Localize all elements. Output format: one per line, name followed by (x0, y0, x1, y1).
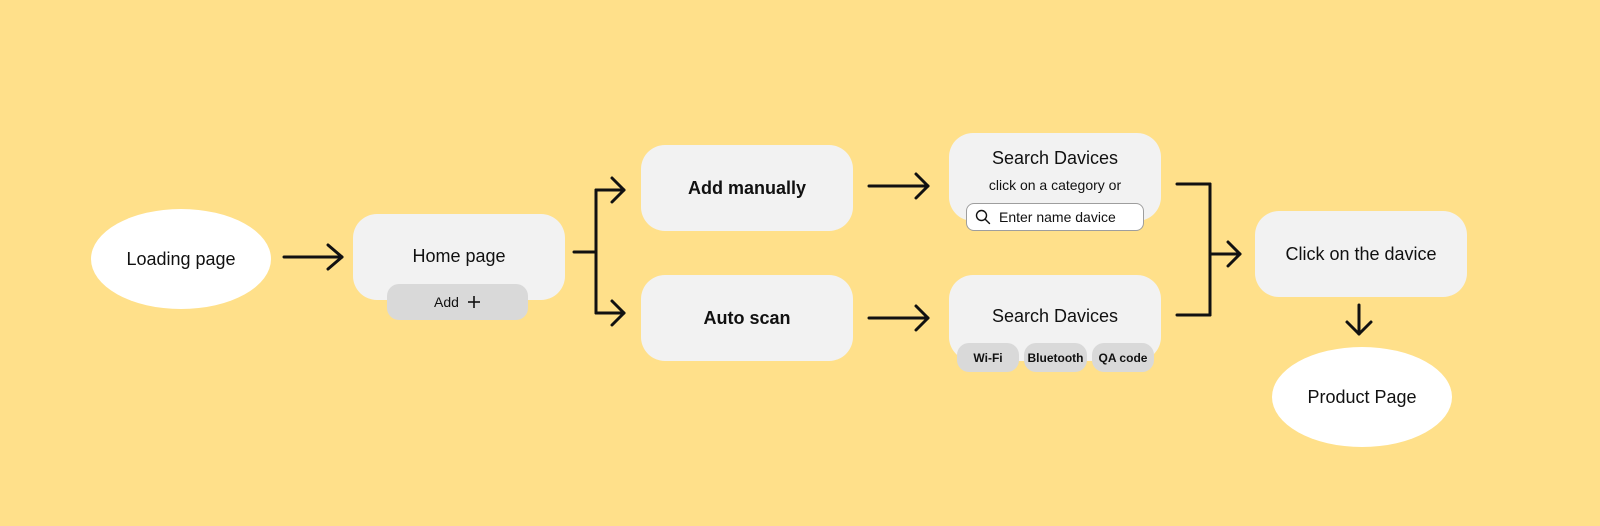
search-input-value: Enter name davice (999, 209, 1116, 225)
auto-scan-node: Auto scan (641, 275, 853, 361)
search-manual-title: Search Davices (991, 148, 1119, 168)
add-button-label: Add (434, 294, 459, 310)
loading-page-node: Loading page (91, 209, 271, 309)
home-page-label: Home page (412, 245, 506, 266)
loading-page-label: Loading page (126, 248, 236, 269)
click-device-label: Click on the davice (1285, 243, 1437, 264)
search-auto-title: Search Davices (991, 306, 1119, 326)
arrow-auto-to-search (867, 304, 930, 332)
arrow-click-to-product (1345, 303, 1373, 336)
search-icon (975, 209, 991, 225)
product-page-label: Product Page (1307, 386, 1417, 407)
chip-bluetooth[interactable]: Bluetooth (1024, 343, 1087, 372)
chip-bluetooth-label: Bluetooth (1027, 350, 1084, 365)
chip-wifi-label: Wi-Fi (973, 350, 1003, 365)
search-input[interactable]: Enter name davice (966, 203, 1144, 231)
search-manual-subtitle: click on a category or (988, 177, 1122, 193)
plus-icon (467, 295, 481, 309)
add-manually-node: Add manually (641, 145, 853, 231)
chip-qa-code[interactable]: QA code (1092, 343, 1154, 372)
add-button[interactable]: Add (387, 284, 528, 320)
product-page-node: Product Page (1272, 347, 1452, 447)
arrow-manual-to-search (867, 172, 930, 200)
click-device-node: Click on the davice (1255, 211, 1467, 297)
add-manually-label: Add manually (687, 177, 807, 198)
arrow-home-branch (572, 176, 626, 327)
chip-qa-code-label: QA code (1098, 350, 1148, 365)
chip-wifi[interactable]: Wi-Fi (957, 343, 1019, 372)
arrow-loading-to-home (282, 243, 344, 271)
auto-scan-label: Auto scan (703, 307, 791, 328)
arrow-merge-to-click (1175, 182, 1242, 317)
